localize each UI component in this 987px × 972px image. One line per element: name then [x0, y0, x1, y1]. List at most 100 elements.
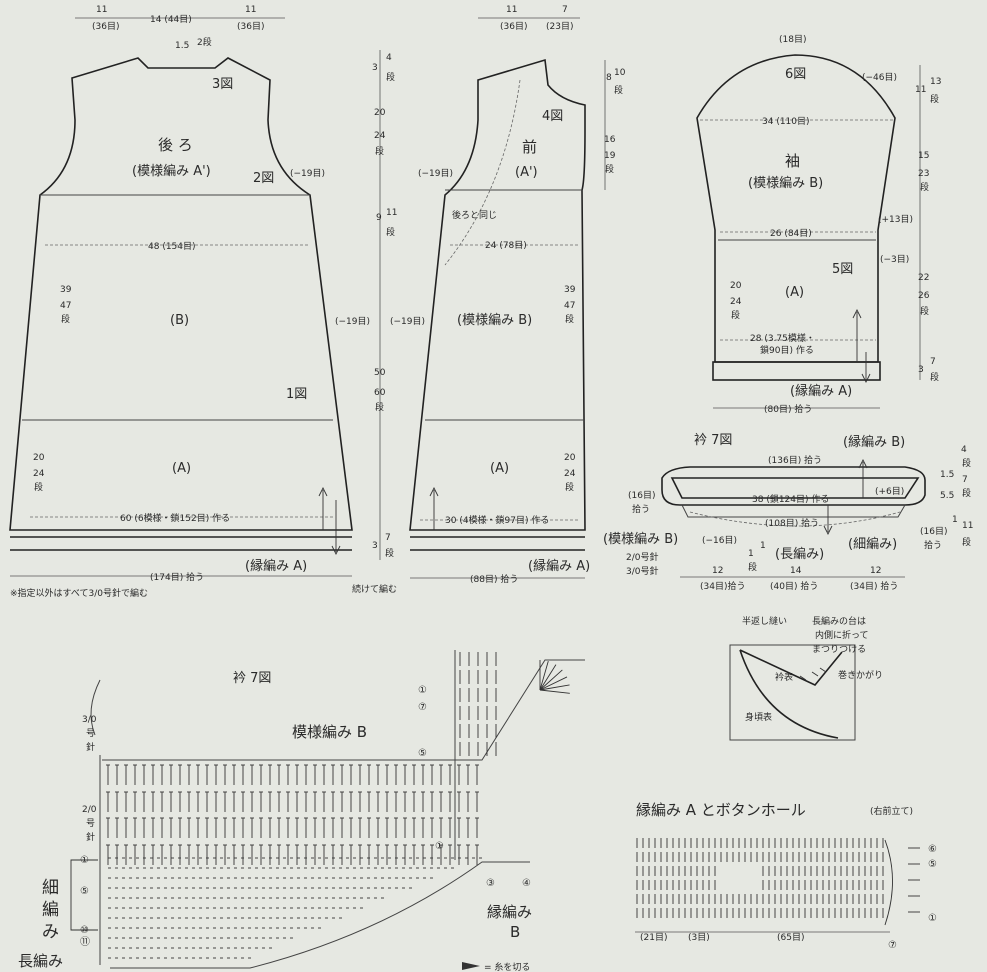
chart-row-marker-10: ⑩ [80, 925, 89, 936]
sleeve-cap-decrease: (−46目) [862, 72, 897, 83]
back-title: 後 ろ [158, 136, 193, 154]
sleeve-cast-on-2: 鎖90目) 作る [760, 344, 814, 356]
needle-b-3: 針 [86, 831, 95, 843]
front-top-dim-1-stitches: (36目) [500, 21, 527, 32]
collar-label: 衿 7図 [694, 433, 732, 448]
chart-sc-1: 細 [42, 878, 59, 898]
collar-right-pick-1: (16目) [920, 526, 947, 537]
collar-bottom-3: 12 [870, 566, 881, 576]
sleeve-title: 袖 [785, 152, 800, 170]
front-cast-on: 30 (4模様・鎖97目) 作る [445, 514, 549, 526]
stitch-mark [539, 676, 568, 691]
front-arm-rows-2: 19 [604, 151, 616, 161]
continue-knitting: 続けて編む [352, 583, 397, 595]
whipstitch-label: 巻きかがり [838, 669, 883, 681]
collar-rows-right-8: 11 [962, 521, 973, 531]
collar-cast: 38 (鎖124目) 作る [752, 493, 829, 505]
sleeve-section-a: (A) [785, 285, 804, 300]
back-side-decrease: (−19目) [335, 316, 370, 327]
sleeve-rows-a-left-unit: 段 [731, 309, 740, 321]
front-section-a: (A) [490, 461, 509, 476]
collar-pickup-top: (136目) 拾う [768, 454, 822, 466]
collar-bottom-2-st: (40目) 拾う [770, 580, 818, 592]
back-edge: (縁編み A) [245, 558, 307, 574]
edge-stitch-grid [636, 838, 920, 918]
chart-row-marker-1c: ① [80, 855, 89, 866]
collar-rows-right-1: 4 [961, 445, 967, 455]
sleeve-width: 34 (110目) [762, 116, 810, 127]
fold-note-3: まつりつける [812, 644, 866, 655]
collar-rows-mid-unit: 段 [748, 561, 757, 573]
front-arm-decrease: (−19目) [418, 168, 453, 179]
collar-bottom-1-st: (34目)拾う [700, 580, 745, 592]
collar-left-pick-2: 拾う [632, 503, 650, 515]
back-rows-b-1: 39 [60, 285, 72, 295]
back-fig-neck: 3図 [212, 77, 233, 92]
center-dim-1-a: 3 [372, 63, 378, 73]
front-rows-b-1: 39 [564, 285, 576, 295]
front-rows-b-unit: 段 [565, 313, 574, 325]
body-face-label: 身頃表 [745, 711, 772, 723]
sleeve-rows-b-unit: 段 [920, 181, 929, 193]
front-rows-a-1: 20 [564, 453, 576, 463]
front-top-dim-2: 7 [562, 5, 568, 15]
center-dim-5-unit: 段 [385, 547, 394, 559]
back-fig-arm: 2図 [253, 171, 274, 186]
center-dim-5-b: 7 [385, 533, 391, 543]
chart-collar-title: 衿 7図 [233, 671, 271, 686]
sleeve-pattern: (模様編み B) [748, 175, 823, 191]
front-arm-rows-1: 16 [604, 135, 616, 145]
edge-marker-6: ⑥ [928, 844, 937, 855]
sleeve-rows-a-right-1: 22 [918, 273, 929, 283]
needle-a-2: 号 [86, 728, 95, 739]
front-rows-b-2: 47 [564, 301, 575, 311]
chart-edge-1: 縁編み [487, 903, 532, 921]
sleeve-decrease: (−3目) [880, 254, 909, 265]
center-dim-4-unit: 段 [375, 401, 384, 413]
front-piece: 11 (36目) 7 (23目) 4図 前 (A') (−19目) 後ろと同じ … [390, 5, 626, 585]
collar-rows-right-3: 1.5 [940, 470, 954, 480]
back-rows-a-2: 24 [33, 469, 45, 479]
sleeve-fig-cap: 6図 [785, 67, 806, 82]
front-neck-rows-unit: 段 [614, 84, 623, 96]
edge-bottom-3: (65目) [777, 932, 804, 943]
edge-bottom-2: (3目) [688, 932, 710, 943]
edge-buttonhole-chart: 縁編み A とボタンホール (右前立て) (21目) (3目) (65目) ⑥ … [635, 801, 937, 951]
sleeve-rows-a-left-2: 24 [730, 297, 742, 307]
edge-marker-7: ⑦ [888, 940, 897, 951]
chart-row-marker-1b: ① [435, 841, 444, 852]
collar-rows-right-2: 段 [962, 457, 971, 469]
edge-chart-title: 縁編み A とボタンホール [636, 801, 806, 819]
front-top-dim-1: 11 [506, 5, 517, 15]
back-pattern-top: (模様編み A') [132, 163, 211, 179]
collar-left-pick-1: (16目) [628, 490, 655, 501]
collar-pickup-mid: (108目) 拾う [765, 517, 819, 529]
back-rows-a-unit: 段 [34, 481, 43, 493]
collar-needle-1: 2/0号針 [626, 551, 659, 563]
stitch-mark [539, 689, 570, 694]
collar-rows-right-9: 段 [962, 536, 971, 548]
backstitch-label: 半返し縫い [742, 615, 787, 627]
back-rows-a-1: 20 [33, 453, 45, 463]
collar-rows-mid-2: 1 [748, 549, 754, 559]
collar-rows-mid-1: 1 [760, 541, 766, 551]
sleeve-rows-edge-1: 3 [918, 365, 924, 375]
sleeve-edge: (縁編み A) [790, 383, 852, 399]
chart-row-marker-1: ① [418, 685, 427, 696]
needle-a-3: 針 [86, 741, 95, 753]
back-arm-decrease: (−19目) [290, 168, 325, 179]
center-dimensions: 3 4 段 20 24 段 9 11 段 50 60 段 3 7 段 続けて編む [352, 50, 397, 595]
chart-row-marker-5b: ⑤ [80, 886, 89, 897]
front-width: 24 (78目) [485, 240, 527, 251]
sleeve-rows-a-right-unit: 段 [920, 305, 929, 317]
sleeve-rows-a-left-1: 20 [730, 281, 742, 291]
front-neck-rows-1: 8 [606, 73, 612, 83]
front-pattern-b: (模様編み B) [457, 312, 532, 328]
front-title: 前 [522, 138, 537, 156]
back-pickup: (174目) 拾う [150, 571, 204, 583]
collar-rows-right-6: 5.5 [940, 491, 954, 501]
sleeve-piece: (18目) 6図 (−46目) 11 13 段 34 (110目) 袖 (模様編… [696, 34, 941, 415]
chart-row-marker-11: ⑪ [80, 936, 90, 948]
